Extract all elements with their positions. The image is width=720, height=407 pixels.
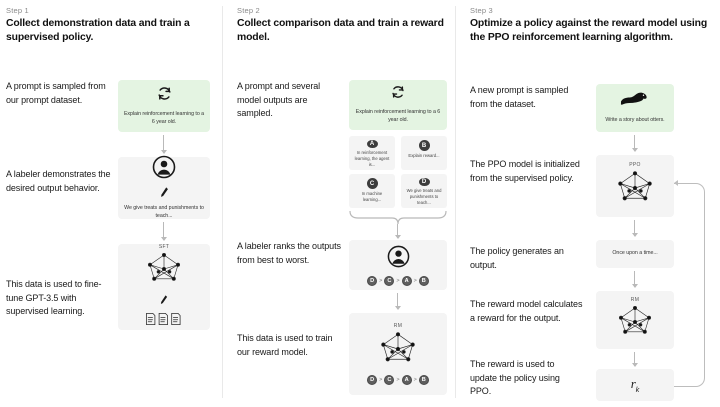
- labeler-person-icon: [387, 245, 410, 273]
- output-text-a: In reinforcement learning, the agent is.…: [354, 150, 390, 168]
- step-1-title: Collect demonstration data and train a s…: [6, 18, 190, 44]
- step-1-desc-1: A prompt is sampled from our prompt data…: [6, 81, 106, 105]
- rm-rank-sep-3: >: [413, 377, 417, 383]
- output-card-a: A In reinforcement learning, the agent i…: [349, 136, 395, 170]
- rank-sep-2: >: [396, 277, 400, 284]
- step-3-desc-2: The PPO model is initialized from the su…: [470, 159, 580, 183]
- rm-box-step2: RM D > C > A > B: [349, 313, 447, 395]
- reward-symbol: rk: [631, 375, 640, 394]
- rm-rank-badge-1: D: [367, 375, 378, 385]
- output-letter-d: D: [418, 178, 430, 187]
- ppo-box: PPO: [596, 155, 674, 217]
- prompt-caption-step2: Explain reinforcement learning to a 6 ye…: [355, 109, 441, 123]
- otter-icon: [619, 92, 651, 112]
- arrow-step3-2: [631, 220, 639, 237]
- rank-badge-1: D: [367, 275, 378, 286]
- neural-network-icon: [376, 331, 420, 372]
- step-3-column: Step 3 Optimize a policy against the rew…: [464, 0, 720, 407]
- refresh-circle-icon: [391, 85, 405, 104]
- pencil-icon-step1: [160, 185, 169, 203]
- reward-symbol-subscript: k: [635, 387, 640, 395]
- reward-box: rk: [596, 369, 674, 401]
- labeler-rank-box: D > C > A > B: [349, 240, 447, 290]
- arrow-step3-3: [631, 271, 639, 288]
- rm-rank-sep-1: >: [379, 377, 383, 383]
- rank-sep-3: >: [413, 277, 417, 284]
- output-text-d: We give treats and punishments to teach.…: [406, 188, 442, 206]
- rank-badge-4: B: [418, 275, 429, 286]
- step-3-desc-5: The reward is used to update the policy …: [470, 359, 560, 397]
- output-text-b: Explain reward...: [408, 153, 440, 158]
- prompt-box-step2: Explain reinforcement learning to a 6 ye…: [349, 80, 447, 130]
- step-1-column: Step 1 Collect demonstration data and tr…: [0, 0, 222, 407]
- step-3-desc-1: A new prompt is sampled from the dataset…: [470, 85, 569, 109]
- rank-badge-3: A: [401, 275, 412, 286]
- arrow-step1-1: [160, 135, 168, 154]
- arrow-step3-1: [631, 135, 639, 152]
- step-3-title: Optimize a policy against the reward mod…: [470, 18, 708, 44]
- step-1-desc-3: This data is used to fine-tune GPT-3.5 w…: [6, 279, 102, 317]
- sft-tag: SFT: [158, 243, 170, 250]
- arrow-step3-4: [631, 352, 639, 367]
- rm-rank-badge-2: C: [384, 375, 395, 385]
- rm-rank-badge-4: B: [418, 375, 429, 385]
- neural-network-icon: [613, 170, 657, 211]
- step-1-desc-2: A labeler demonstrates the desired outpu…: [6, 169, 111, 193]
- arrow-step2-2: [394, 293, 402, 310]
- step-2-title: Collect comparison data and train a rewa…: [237, 18, 444, 44]
- neural-network-icon: [143, 252, 185, 291]
- ranking-row-rm: D > C > A > B: [367, 375, 429, 385]
- labeler-person-icon: [152, 155, 176, 184]
- rank-badge-2: C: [384, 275, 395, 286]
- labeler-caption-step1: We give treats and punishments to teach.…: [124, 205, 204, 219]
- rm-tag-step3: RM: [630, 296, 640, 303]
- rank-sep-1: >: [379, 277, 383, 284]
- step-2-desc-3: This data is used to train our reward mo…: [237, 333, 333, 357]
- rm-rank-sep-2: >: [396, 377, 400, 383]
- ranking-row-labeler: D > C > A > B: [367, 275, 429, 286]
- ppo-feedback-loop-arrowhead: [674, 180, 678, 186]
- rm-box-step3: RM: [596, 291, 674, 349]
- prompt-caption-step3: Write a story about otters.: [605, 116, 665, 123]
- output-card-b: B Explain reward...: [401, 136, 447, 170]
- step-2-label: Step 2: [237, 6, 260, 15]
- neural-network-icon: [614, 305, 656, 344]
- output-letter-a: A: [366, 140, 378, 149]
- output-card-d: D We give treats and punishments to teac…: [401, 174, 447, 208]
- output-letter-c: C: [366, 178, 378, 189]
- step-1-label: Step 1: [6, 6, 29, 15]
- output-text-c: In machine learning...: [361, 191, 383, 202]
- step-2-desc-2: A labeler ranks the outputs from best to…: [237, 241, 341, 265]
- documents-icon: [145, 312, 183, 331]
- step-3-label: Step 3: [470, 6, 493, 15]
- column-divider-2: [455, 6, 456, 398]
- arrow-step2-1: [394, 224, 402, 239]
- prompt-box-step1: Explain reinforcement learning to a 6 ye…: [118, 80, 210, 132]
- refresh-circle-icon: [157, 86, 172, 106]
- output-caption-step3: Once upon a time...: [612, 250, 658, 257]
- ppo-feedback-loop: [674, 183, 705, 387]
- output-letter-b: B: [418, 140, 430, 151]
- rm-rank-badge-3: A: [401, 375, 412, 385]
- pencil-icon-step1-sft: [160, 292, 168, 310]
- rm-tag-step2: RM: [393, 323, 403, 329]
- labeler-box-step1: We give treats and punishments to teach.…: [118, 155, 210, 219]
- step-3-desc-3: The policy generates an output.: [470, 246, 564, 270]
- output-box-step3: Once upon a time...: [596, 240, 674, 268]
- column-divider-1: [222, 6, 223, 398]
- output-card-c: C In machine learning...: [349, 174, 395, 208]
- reward-symbol-r: r: [630, 376, 636, 392]
- step-3-desc-4: The reward model calculates a reward for…: [470, 299, 583, 323]
- prompt-box-step3: Write a story about otters.: [596, 84, 674, 132]
- arrow-step1-2: [160, 222, 168, 241]
- prompt-caption-step1: Explain reinforcement learning to a 6 ye…: [123, 110, 205, 125]
- ppo-tag: PPO: [629, 161, 641, 168]
- step-2-desc-1: A prompt and several model outputs are s…: [237, 81, 321, 119]
- sft-box-step1: SFT: [118, 244, 210, 330]
- step-2-column: Step 2 Collect comparison data and train…: [231, 0, 455, 407]
